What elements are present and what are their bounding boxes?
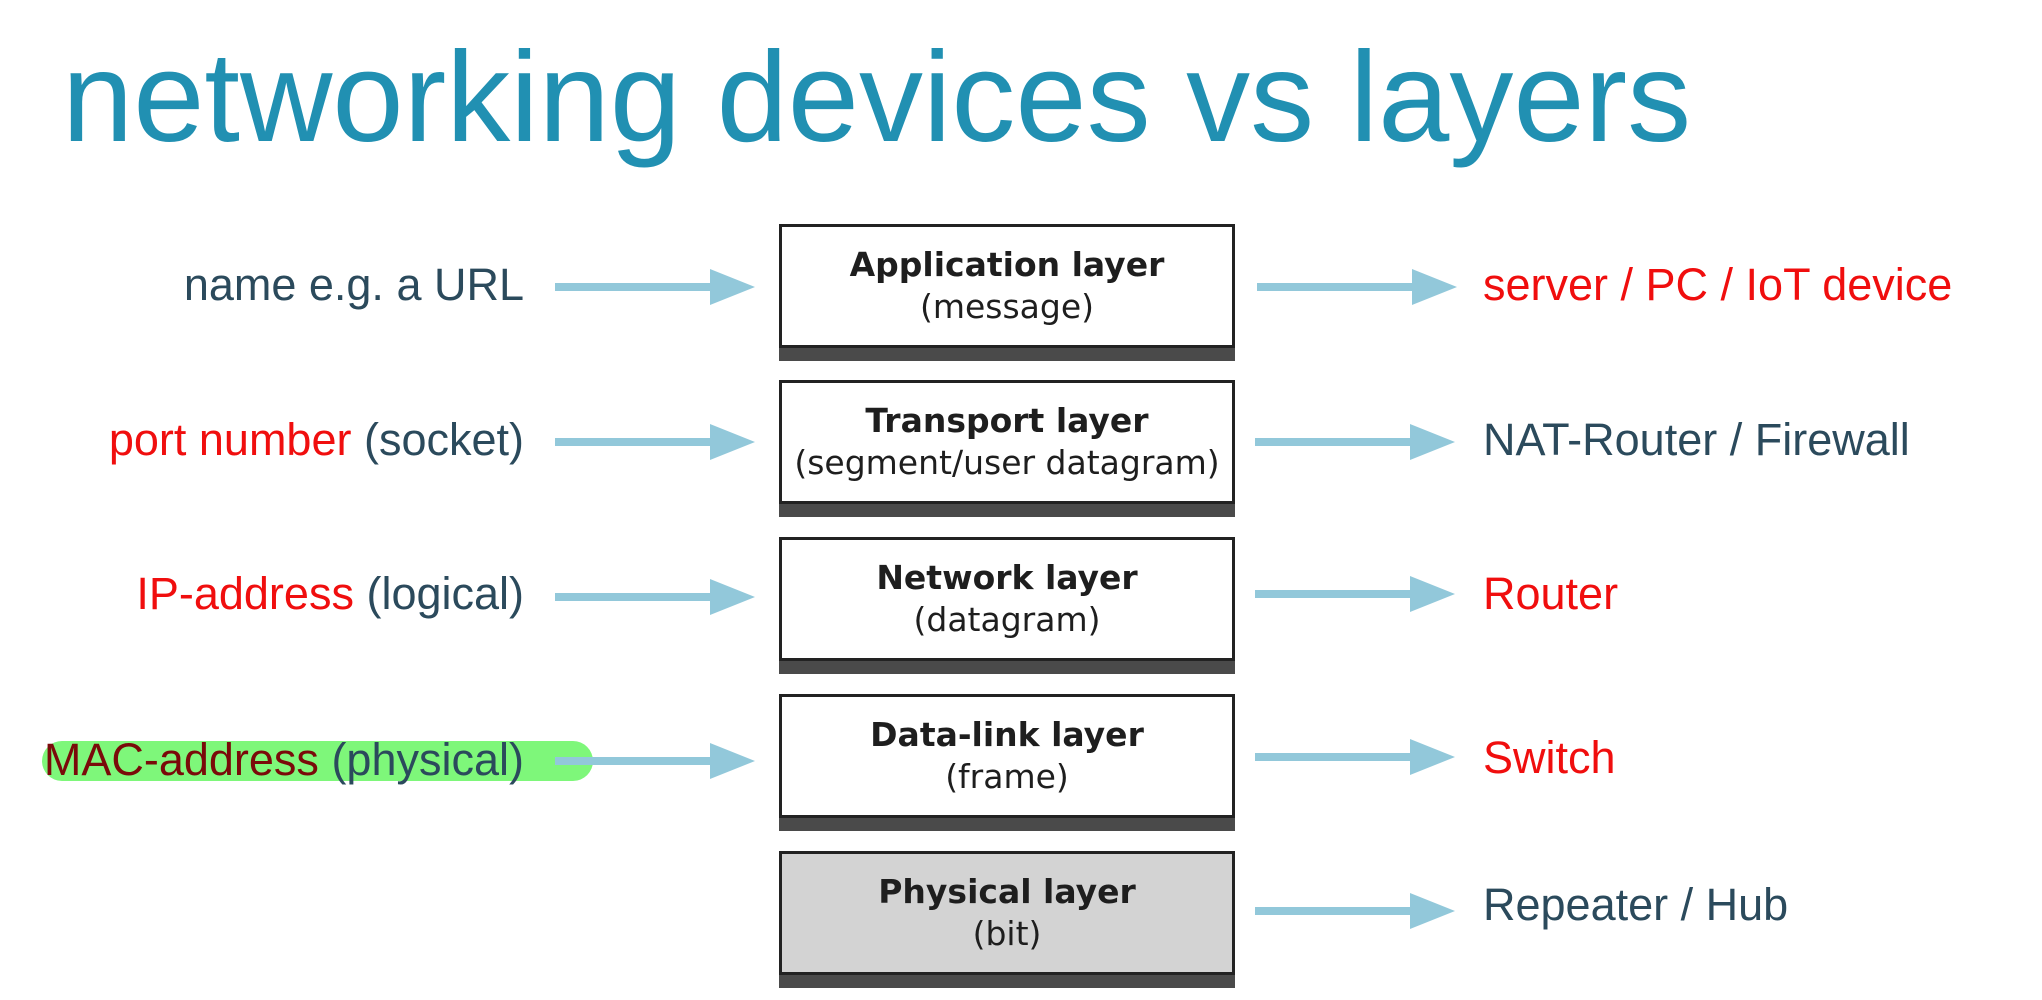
layer-unit: (segment/user datagram)	[794, 443, 1220, 482]
layer-unit: (message)	[919, 287, 1095, 326]
left-arrow-application	[555, 269, 755, 305]
page-title: networking devices vs layers	[62, 26, 1692, 169]
right-arrow-transport	[1255, 424, 1455, 460]
left-arrow-datalink	[555, 743, 755, 779]
layer-unit: (frame)	[945, 757, 1069, 796]
addressing-text: (logical)	[353, 568, 524, 619]
addressing-label-network: IP-address (logical)	[136, 559, 524, 629]
layer-box-datalink: Data-link layer (frame)	[779, 694, 1235, 818]
layer-box-network: Network layer (datagram)	[779, 537, 1235, 661]
device-label-transport: NAT-Router / Firewall	[1483, 414, 1910, 465]
layer-unit: (datagram)	[913, 600, 1101, 639]
layer-name: Data-link layer	[870, 715, 1144, 754]
layer-name: Network layer	[876, 558, 1138, 597]
addressing-text: (socket)	[351, 414, 524, 465]
layer-name: Application layer	[849, 245, 1165, 284]
layer-box-physical: Physical layer (bit)	[779, 851, 1235, 975]
device-label-datalink: Switch	[1483, 732, 1616, 783]
addressing-text: name e.g. a URL	[183, 259, 524, 310]
layer-box-application: Application layer (message)	[779, 224, 1235, 348]
device-label-application: server / PC / IoT device	[1483, 259, 1953, 310]
highlight-marker	[42, 741, 593, 781]
left-arrow-network	[555, 579, 755, 615]
layer-box-transport: Transport layer (segment/user datagram)	[779, 380, 1235, 504]
addressing-emphasis: IP-address	[136, 568, 354, 619]
device-label-network: Router	[1483, 568, 1619, 619]
right-arrow-network	[1255, 576, 1455, 612]
device-label-physical: Repeater / Hub	[1483, 879, 1789, 930]
addressing-text: (physical)	[318, 734, 524, 785]
right-arrow-datalink	[1255, 739, 1455, 775]
addressing-label-datalink: MAC-address (physical)	[44, 725, 524, 795]
layer-name: Physical layer	[878, 872, 1136, 911]
layer-unit: (bit)	[972, 914, 1042, 953]
right-arrow-application	[1257, 269, 1457, 305]
layer-name: Transport layer	[865, 401, 1149, 440]
addressing-emphasis: MAC-address	[43, 734, 319, 785]
addressing-emphasis: port number	[108, 414, 352, 465]
right-arrow-physical	[1255, 893, 1455, 929]
addressing-label-application: name e.g. a URL	[184, 250, 524, 320]
left-arrow-transport	[555, 424, 755, 460]
addressing-label-transport: port number (socket)	[109, 405, 524, 475]
